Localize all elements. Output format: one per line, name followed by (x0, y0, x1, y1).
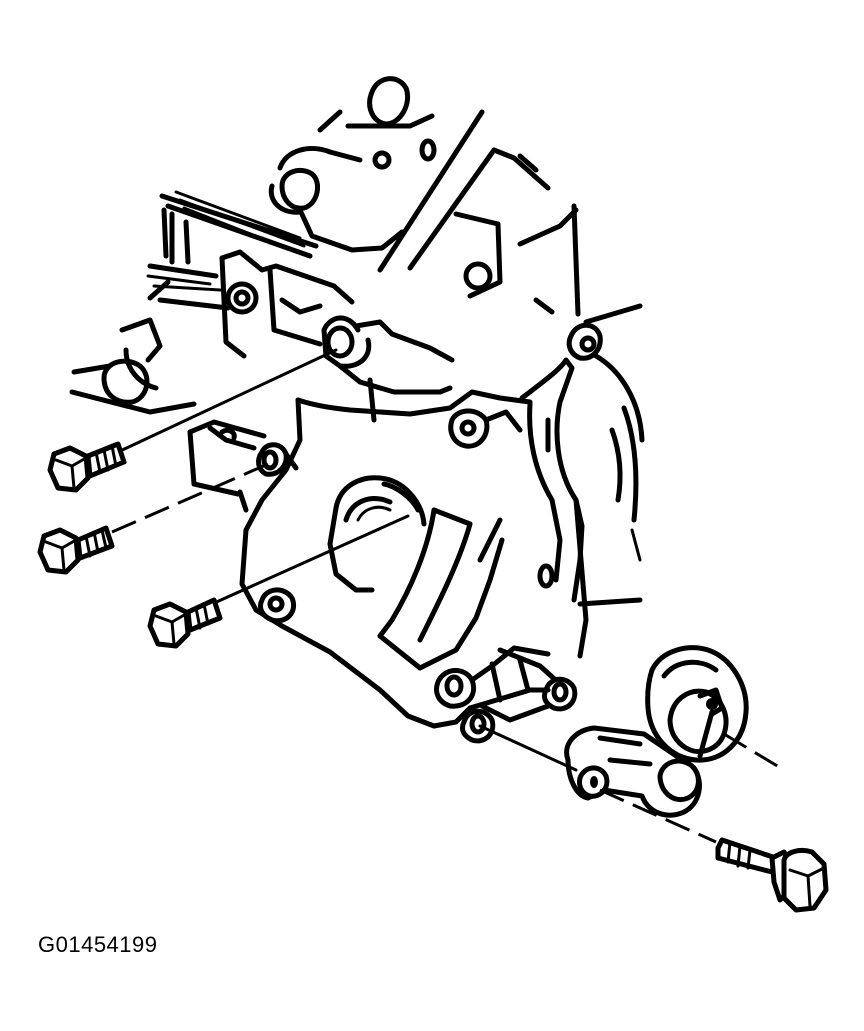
bolt-1 (47, 441, 127, 493)
idler-pulley-assembly (564, 645, 749, 818)
engine-block (69, 76, 645, 607)
bolt-3 (147, 597, 223, 649)
figure-id-label: G01454199 (38, 932, 158, 957)
bolt-2 (37, 525, 115, 575)
bolt-axis-lines (111, 348, 785, 844)
bolt-4 (715, 837, 829, 913)
accessory-bracket (187, 315, 589, 744)
